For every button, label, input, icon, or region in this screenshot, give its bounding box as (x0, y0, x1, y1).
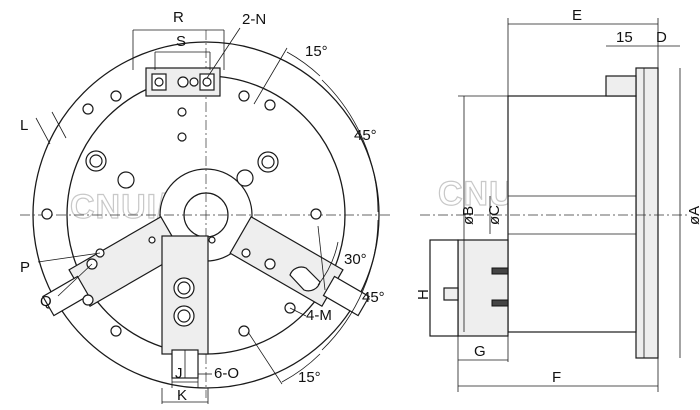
angle-15-bottom-ref (247, 331, 283, 385)
housing-body (507, 95, 637, 333)
bolt-hole (110, 90, 122, 102)
angle-45-bottom-arc (321, 219, 379, 351)
flange-plate (635, 67, 659, 359)
bolt-hole (82, 103, 94, 115)
bolt-hole (41, 208, 53, 220)
bolt-hole (238, 90, 250, 102)
flange-bolt-holes (41, 90, 322, 337)
bolt-hole (264, 258, 276, 270)
label-4m: 4-M (306, 307, 332, 324)
bolt-hole (110, 325, 122, 337)
bolt-hole (177, 107, 187, 117)
chuck-body (457, 239, 509, 337)
label-j: J (175, 365, 183, 382)
bolt-hole (310, 208, 322, 220)
label-45-top: 45° (354, 127, 377, 144)
chuck-jaw-1 (491, 267, 509, 275)
leader-q (57, 263, 93, 297)
label-phic: øC (486, 205, 503, 225)
angle-15-bottom-arc (281, 353, 321, 383)
clamp-screw-right (202, 77, 212, 87)
bolt-hole (82, 294, 94, 306)
bolt-hole (264, 99, 276, 111)
label-r: R (173, 9, 184, 26)
leader-4m (289, 307, 307, 317)
angle-15-top-arc (286, 51, 321, 77)
bolt-hole (238, 325, 250, 337)
angle-15-top-ref (253, 47, 288, 105)
label-g: G (474, 343, 486, 360)
label-6o: 6-O (214, 365, 239, 382)
leader-p (37, 252, 101, 263)
label-15: 15 (616, 29, 633, 46)
jaw-screw-ul-2 (117, 171, 135, 189)
label-e: E (572, 7, 582, 24)
bolt-hole (148, 236, 156, 244)
angle-30-arc (317, 241, 339, 286)
chuck-key (443, 287, 459, 301)
side-view: E 15 D øB øC øA H G F (415, 7, 700, 392)
housing-top-clamp (605, 75, 637, 97)
jaw-screw-ur-2 (236, 169, 254, 187)
clamp-hole-2 (189, 77, 199, 87)
bolt-hole (208, 236, 216, 244)
jaw-tip (322, 275, 370, 317)
clamp-screw-left (154, 77, 164, 87)
label-45-bottom: 45° (362, 289, 385, 306)
angle-45-top-arc (321, 79, 379, 213)
label-15-bottom: 15° (298, 369, 321, 386)
label-k: K (177, 387, 187, 404)
jaw-upper-left (42, 215, 183, 317)
front-view: R S 2-N 15° 45° L 30° 45° P Q (20, 9, 392, 404)
label-q: Q (40, 293, 52, 310)
label-phia: øA (686, 206, 700, 225)
label-30: 30° (344, 251, 367, 268)
label-h: H (415, 289, 432, 300)
jaw-screw-ur-inner (261, 155, 275, 169)
label-p: P (20, 259, 30, 276)
bolt-hole (241, 248, 251, 258)
bolt-hole (177, 132, 187, 142)
label-2n: 2-N (242, 11, 266, 28)
label-15-top: 15° (305, 43, 328, 60)
dim-l-ext-1 (35, 117, 51, 145)
clamp-hole-1 (177, 76, 189, 88)
chuck-jaw-2 (491, 299, 509, 307)
label-s: S (176, 33, 186, 50)
leader-2n (206, 27, 241, 79)
label-d: D (656, 29, 667, 46)
label-f: F (552, 369, 561, 386)
label-phib: øB (460, 206, 477, 225)
label-l: L (20, 117, 28, 134)
jaw-screw-b2-inner (177, 309, 191, 323)
jaw-screw-b-inner (177, 281, 191, 295)
angle-30-ref (317, 225, 326, 291)
dim-l-ext-2 (51, 111, 67, 139)
jaw-tip (42, 275, 90, 317)
jaw-screw-ul-inner (89, 154, 103, 168)
